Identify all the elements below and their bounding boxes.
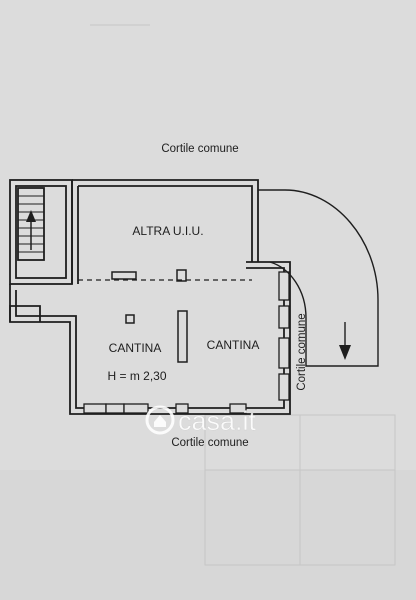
courtyard-right-label: Cortile comune xyxy=(296,313,308,390)
house-pin-icon xyxy=(145,405,175,435)
paper-shade xyxy=(0,470,416,600)
pillar-top xyxy=(176,269,187,282)
windows-bottom xyxy=(83,403,247,414)
upper-unit-inner-wall xyxy=(78,185,253,262)
other-unit-label: ALTRA U.I.U. xyxy=(132,224,203,238)
bleed-through-lines xyxy=(90,24,396,566)
courtyard-bottom-label: Cortile comune xyxy=(171,437,248,449)
walls xyxy=(9,179,291,415)
cellar-right-label: CANTINA xyxy=(207,338,260,352)
pillar-small xyxy=(125,314,135,324)
cellar-left-label: CANTINA xyxy=(109,341,162,355)
upper-unit-wall xyxy=(72,179,259,262)
ramp-direction-arrow-icon xyxy=(339,322,351,360)
beam-marker xyxy=(111,271,137,280)
stair-shaft xyxy=(17,187,45,261)
windows-right xyxy=(278,271,290,401)
courtyard-top-label: Cortile comune xyxy=(161,143,238,155)
ramp-outline xyxy=(258,189,379,367)
lower-bottom-wall xyxy=(145,261,291,415)
stair-inner-wall xyxy=(15,185,67,279)
structural-elements xyxy=(111,269,188,363)
watermark: casa.it xyxy=(145,405,257,436)
height-label: H = m 2,30 xyxy=(107,369,166,383)
watermark-brand: casa.it xyxy=(178,406,257,436)
partition-wall xyxy=(177,310,188,363)
stair-direction-arrow-icon xyxy=(26,210,36,250)
